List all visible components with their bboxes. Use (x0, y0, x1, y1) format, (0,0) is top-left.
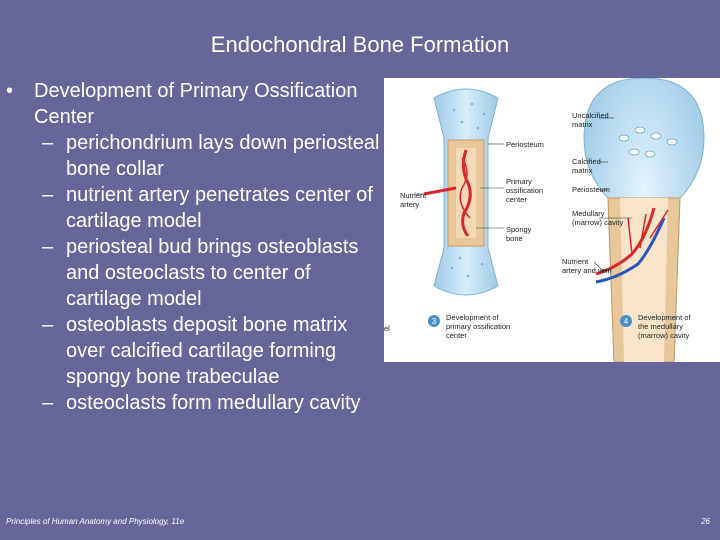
label-uncalcified-matrix-1: Uncalcified (572, 111, 609, 120)
sub-bullet-text: osteoclasts form medullary cavity (66, 392, 361, 414)
step-4-caption-2: the medullary (638, 322, 683, 331)
label-periosteum-right: Periosteum (572, 185, 610, 194)
chondrocyte-lacunae (618, 126, 678, 158)
figure-labels: Periosteum Primary ossification center N… (384, 111, 624, 333)
dash-symbol: – (42, 236, 54, 258)
label-cut-fragment: el (384, 324, 390, 333)
nutrient-artery-vessel (423, 186, 457, 196)
bone-formation-figure: Periosteum Primary ossification center N… (384, 78, 720, 362)
label-medullary-cavity-1: Medullary (572, 209, 605, 218)
sub-bullet-text: nutrient artery penetrates center of car… (66, 184, 373, 232)
sub-bullet: – periosteal bud brings osteoblasts and … (6, 234, 386, 312)
dash-symbol: – (42, 132, 54, 154)
step-4-caption-1: Development of (638, 313, 691, 322)
artery-branches (627, 209, 669, 255)
spongy-core (456, 148, 476, 238)
step-4-caption: 4 Development of the medullary (marrow) … (620, 313, 691, 340)
bullet-symbol: • (6, 80, 14, 102)
label-medullary-cavity-2: (marrow) cavity (572, 218, 624, 227)
label-primary-ossification-1: Primary (506, 177, 532, 186)
slide-number: 26 (701, 517, 710, 526)
step-3-caption-1: Development of (446, 313, 499, 322)
artery-branch (459, 157, 471, 219)
label-nutrient-artery-2: artery (400, 200, 419, 209)
label-nutrient-artery-1: Nutrient (400, 191, 427, 200)
step-4-number: 4 (624, 317, 629, 326)
label-periosteum-left: Periosteum (506, 140, 544, 149)
sub-bullet: – osteoclasts form medullary cavity (6, 390, 386, 416)
dash-symbol: – (42, 392, 54, 414)
step-3-caption: 3 Development of primary ossification ce… (428, 313, 510, 340)
vein-vessel (595, 217, 666, 284)
dash-symbol: – (42, 314, 54, 336)
bullet-main-text: Development of Primary Ossification Cent… (34, 80, 358, 128)
step-3-badge (428, 315, 440, 327)
label-calcified-matrix-2: matrix (572, 166, 593, 175)
step-4-badge (620, 315, 632, 327)
label-uncalcified-matrix-2: matrix (572, 120, 593, 129)
step-3-number: 3 (432, 317, 437, 326)
step-3-caption-3: center (446, 331, 467, 340)
sub-bullet: – osteoblasts deposit bone matrix over c… (6, 312, 386, 390)
label-primary-ossification-3: center (506, 195, 527, 204)
step-3-caption-2: primary ossification (446, 322, 510, 331)
sub-bullet: – perichondrium lays down periosteal bon… (6, 130, 386, 182)
sub-bullet-text: perichondrium lays down periosteal bone … (66, 132, 380, 180)
label-nutrient-artery-vein-2: artery and vein (562, 266, 612, 275)
leader-lines (414, 117, 632, 273)
cartilage-cells (450, 102, 486, 278)
artery-vessel (461, 149, 472, 237)
bullet-list: • Development of Primary Ossification Ce… (6, 78, 386, 416)
step-4-caption-3: (marrow) cavity (638, 331, 690, 340)
primary-ossification-model (423, 88, 499, 296)
sub-bullet-text: osteoblasts deposit bone matrix over cal… (66, 314, 348, 388)
bullet-main: • Development of Primary Ossification Ce… (6, 78, 386, 130)
dash-symbol: – (42, 184, 54, 206)
footer-citation: Principles of Human Anatomy and Physiolo… (6, 517, 185, 526)
label-primary-ossification-2: ossification (506, 186, 543, 195)
label-spongy-bone-2: bone (506, 234, 523, 243)
label-calcified-matrix-1: Calcified (572, 157, 601, 166)
sub-bullet: – nutrient artery penetrates center of c… (6, 182, 386, 234)
label-nutrient-artery-vein-1: Nutrient (562, 257, 589, 266)
label-spongy-bone-1: Spongy (506, 225, 532, 234)
bone-formation-illustration: Periosteum Primary ossification center N… (384, 78, 705, 362)
slide-title: Endochondral Bone Formation (210, 32, 510, 57)
sub-bullet-text: periosteal bud brings osteoblasts and os… (66, 236, 359, 310)
